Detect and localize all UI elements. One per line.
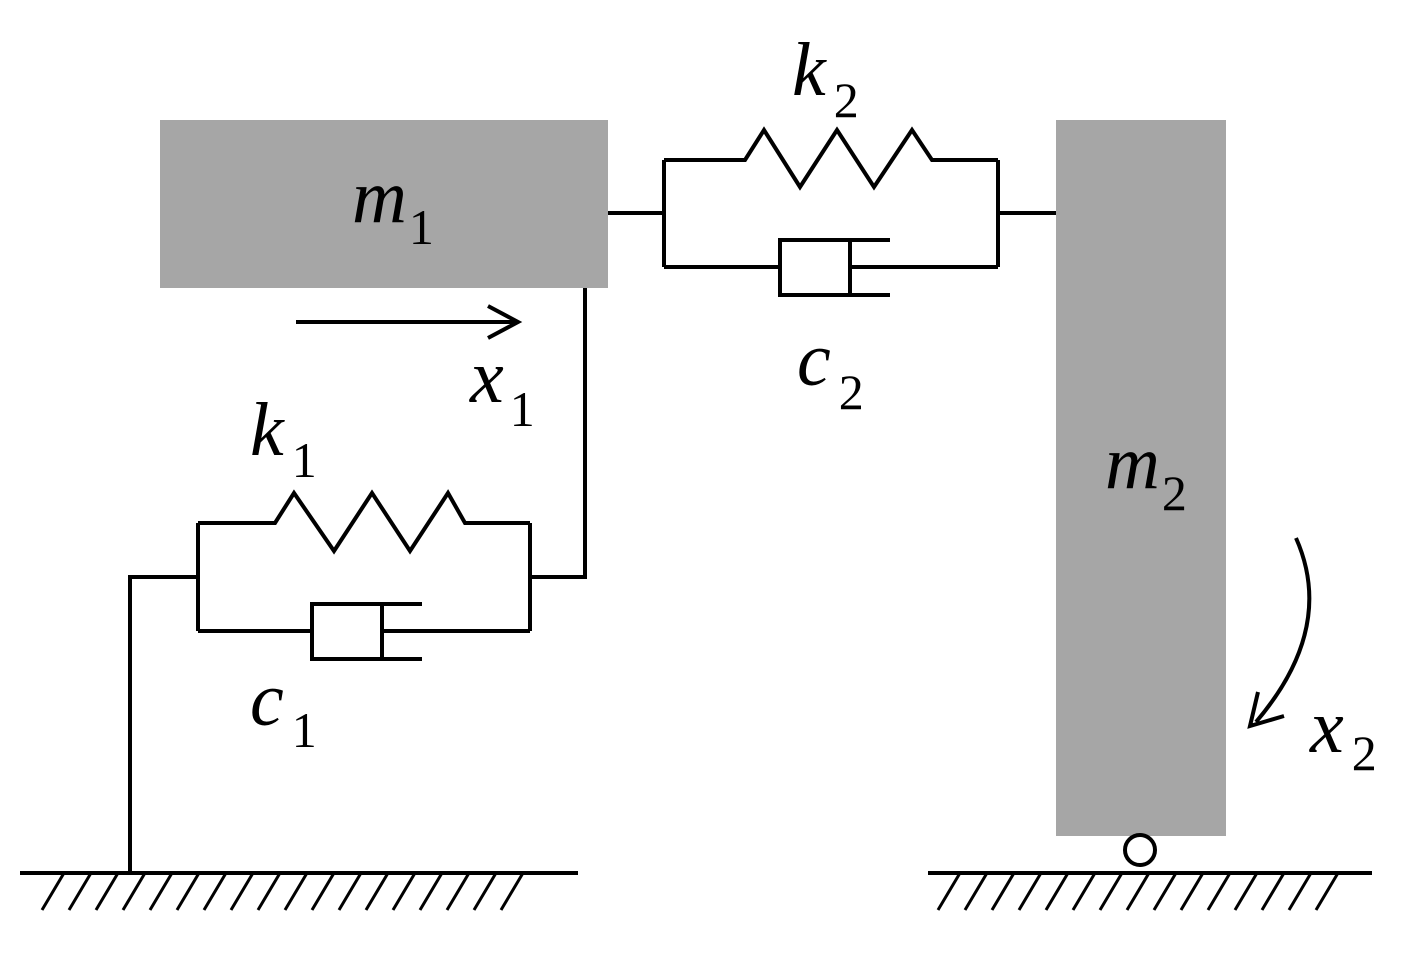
damper-c2 bbox=[664, 238, 998, 297]
ground-left-hatch-line bbox=[391, 872, 417, 911]
ground-left-hatch-line bbox=[40, 872, 66, 911]
pivot-circle bbox=[1123, 833, 1157, 867]
m1-connector-line bbox=[530, 288, 587, 579]
damper-c2-symbol: c bbox=[797, 318, 831, 402]
ground-right-hatch-line bbox=[1206, 872, 1232, 911]
spring-k2 bbox=[664, 126, 998, 191]
ground-left-hatch-line bbox=[94, 872, 120, 911]
ground-left-hatch-line bbox=[499, 872, 525, 911]
ground-left-hatch-line bbox=[472, 872, 498, 911]
ground-right-hatch-line bbox=[1152, 872, 1178, 911]
ground-left-hatch-line bbox=[445, 872, 471, 911]
ground-left-hatch-line bbox=[67, 872, 93, 911]
ground-connector-line bbox=[128, 575, 198, 873]
rotation-x2-symbol: x bbox=[1309, 685, 1344, 769]
ground-right-hatch-line bbox=[1044, 872, 1070, 911]
displacement-x1-symbol: x bbox=[469, 335, 504, 419]
spring-k2-subscript: 2 bbox=[834, 72, 859, 128]
ground-left-hatch-line bbox=[256, 872, 282, 911]
mass-m1-symbol: m bbox=[352, 155, 407, 239]
mass-m2-block bbox=[1056, 120, 1226, 836]
ground-right-hatch-line bbox=[1017, 872, 1043, 911]
ground-left-hatch-line bbox=[283, 872, 309, 911]
ground-right-hatch-line bbox=[1125, 872, 1151, 911]
ground-left-hatch-line bbox=[229, 872, 255, 911]
ground-right-hatch-line bbox=[936, 872, 962, 911]
rotation-x2-subscript: 2 bbox=[1352, 725, 1377, 781]
ground-right-hatch-line bbox=[1179, 872, 1205, 911]
spring-k1-symbol: k bbox=[250, 388, 285, 472]
ground-right-hatch-line bbox=[990, 872, 1016, 911]
spring-damper-k1-c1 bbox=[196, 489, 532, 661]
damper-c2-subscript: 2 bbox=[839, 364, 864, 420]
spring-k1-subscript: 1 bbox=[292, 432, 317, 488]
mass-m2-symbol: m bbox=[1105, 421, 1160, 505]
displacement-x1-subscript: 1 bbox=[510, 381, 535, 437]
ground-right-hatch-line bbox=[963, 872, 989, 911]
ground-left-hatch-line bbox=[364, 872, 390, 911]
ground-right-hatch-line bbox=[1098, 872, 1124, 911]
spring-k2-symbol: k bbox=[792, 28, 827, 112]
ground-left-hatch-line bbox=[121, 872, 147, 911]
ground-left-hatch-line bbox=[202, 872, 228, 911]
ground-right-hatch-line bbox=[1071, 872, 1097, 911]
mass-m2-label: m2 bbox=[1105, 421, 1187, 521]
ground-right-hatch-line bbox=[1260, 872, 1286, 911]
ground-left-hatch-line bbox=[310, 872, 336, 911]
spring-k1 bbox=[198, 489, 530, 555]
ground-right-hatch-line bbox=[1287, 872, 1313, 911]
ground-right bbox=[928, 871, 1372, 911]
rotation-x2-arrow bbox=[1247, 537, 1312, 729]
damper-c1-subscript: 1 bbox=[292, 702, 317, 758]
ground-left-hatch-line bbox=[418, 872, 444, 911]
ground-right-hatch-line bbox=[1314, 872, 1340, 911]
ground-left-hatch-line bbox=[337, 872, 363, 911]
mass-m1-block bbox=[160, 120, 608, 288]
mass-m1-subscript: 1 bbox=[409, 199, 434, 255]
ground-left bbox=[20, 871, 578, 911]
ground-left-hatch-line bbox=[148, 872, 174, 911]
spring-damper-k2-c2 bbox=[608, 126, 1056, 297]
damper-c1-symbol: c bbox=[250, 658, 284, 742]
damper-c1 bbox=[198, 602, 530, 661]
mass-m2-subscript: 2 bbox=[1162, 465, 1187, 521]
ground-right-hatch-line bbox=[1233, 872, 1259, 911]
displacement-x1-arrow bbox=[296, 304, 523, 340]
mass-m1-label: m1 bbox=[352, 155, 434, 255]
ground-left-hatch-line bbox=[175, 872, 201, 911]
